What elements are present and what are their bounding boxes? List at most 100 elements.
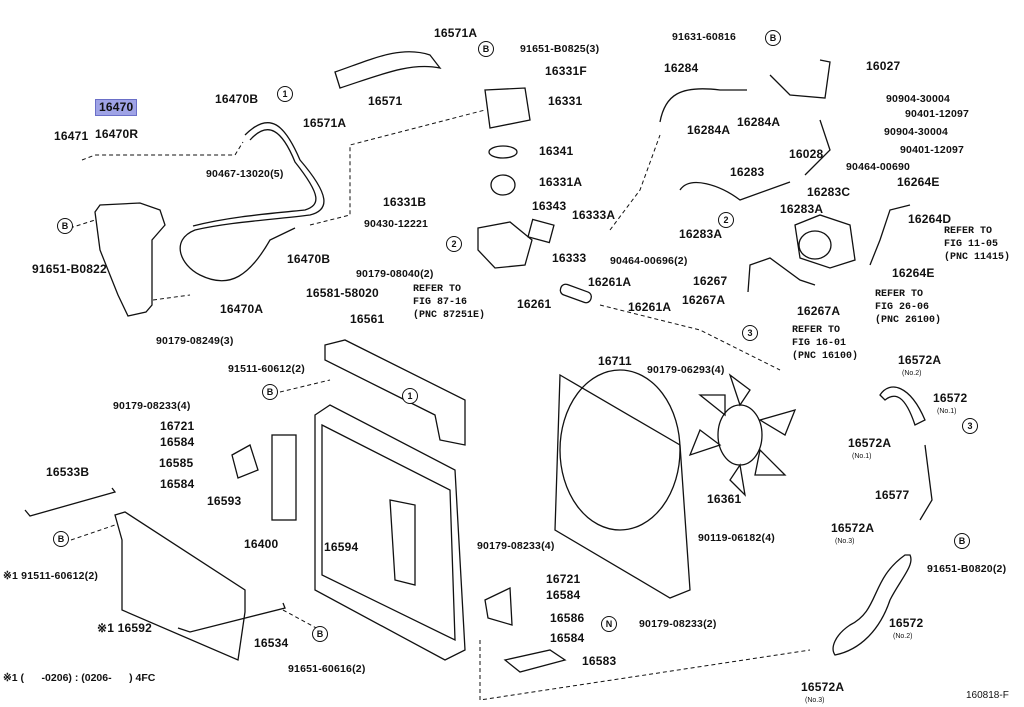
part-callout[interactable]: 16585: [159, 456, 194, 470]
part-callout[interactable]: 16571A: [434, 26, 478, 40]
part-callout[interactable]: 90179-08233(4): [113, 400, 191, 412]
part-callout[interactable]: 90119-06182(4): [698, 532, 775, 544]
part-callout[interactable]: 16593: [207, 494, 242, 508]
part-callout[interactable]: 16341: [539, 144, 574, 158]
part-callout[interactable]: 16572A: [898, 353, 942, 367]
part-callout[interactable]: 91631-60816: [672, 31, 737, 43]
part-callout-note: (No.1): [937, 408, 957, 415]
part-callout[interactable]: 16584: [160, 435, 195, 449]
part-callout[interactable]: 16572A: [801, 680, 845, 694]
part-callout[interactable]: 16577: [875, 488, 910, 502]
part-callout[interactable]: 16583: [582, 654, 617, 668]
part-callout[interactable]: 16400: [244, 537, 279, 551]
figure-reference[interactable]: FIG 11-05: [944, 239, 999, 250]
part-callout[interactable]: 16261A: [628, 300, 672, 314]
part-callout[interactable]: 16267A: [682, 293, 726, 307]
part-callout[interactable]: 90904-30004: [884, 126, 949, 138]
part-callout[interactable]: 16572: [889, 616, 924, 630]
part-callout[interactable]: 91651-B0825(3): [520, 43, 600, 55]
figure-reference[interactable]: FIG 26-06: [875, 302, 930, 313]
part-callout[interactable]: 16343: [532, 199, 567, 213]
part-callout[interactable]: 16333: [552, 251, 587, 265]
part-callout[interactable]: 91651-B0820(2): [927, 563, 1007, 575]
part-callout[interactable]: 90464-00690: [846, 161, 911, 173]
figure-reference[interactable]: FIG 87-16: [413, 297, 468, 308]
part-callout[interactable]: 16470B: [287, 252, 331, 266]
part-callout[interactable]: 16572A: [831, 521, 875, 535]
part-callout[interactable]: 16283A: [780, 202, 824, 216]
part-callout[interactable]: 16264E: [897, 175, 940, 189]
part-callout[interactable]: 90904-30004: [886, 93, 951, 105]
part-callout[interactable]: 90467-13020(5): [206, 168, 284, 180]
part-callout[interactable]: 90179-08233(4): [477, 540, 555, 552]
part-callout[interactable]: 16028: [789, 147, 824, 161]
part-callout[interactable]: 16361: [707, 492, 742, 506]
part-callout[interactable]: 16581-58020: [306, 286, 379, 300]
part-callout[interactable]: 16721: [160, 419, 195, 433]
part-callout[interactable]: 16331A: [539, 175, 583, 189]
part-callout[interactable]: 90430-12221: [364, 218, 429, 230]
part-callout[interactable]: 16711: [598, 354, 632, 368]
pipe-16267: [747, 257, 816, 293]
pipe-16577: [919, 444, 933, 521]
part-callout[interactable]: 90179-06293(4): [647, 364, 725, 376]
part-callout[interactable]: 16027: [866, 59, 901, 73]
part-callout[interactable]: 16470A: [220, 302, 264, 316]
hose-16261: [559, 283, 592, 304]
part-callout[interactable]: 16584: [550, 631, 585, 645]
part-callout[interactable]: 16584: [160, 477, 195, 491]
part-callout[interactable]: 16331B: [383, 195, 427, 209]
part-callout[interactable]: 90401-12097: [905, 108, 970, 120]
part-callout[interactable]: 16284A: [687, 123, 731, 137]
part-callout[interactable]: 16284A: [737, 115, 781, 129]
part-callout[interactable]: 16571A: [303, 116, 347, 130]
part-callout[interactable]: 16267A: [797, 304, 841, 318]
part-callout[interactable]: 16586: [550, 611, 585, 625]
hose-16572-no2: [832, 554, 912, 656]
part-callout[interactable]: 91511-60612(2): [228, 363, 305, 375]
figure-reference: (PNC 87251E): [413, 310, 486, 321]
figure-reference[interactable]: FIG 16-01: [792, 338, 847, 349]
part-callout[interactable]: 16721: [546, 572, 581, 586]
part-callout[interactable]: 16264E: [892, 266, 935, 280]
part-callout[interactable]: 16572: [933, 391, 968, 405]
part-callout[interactable]: 16470R: [95, 127, 139, 141]
part-callout[interactable]: ※1 91511-60612(2): [3, 570, 99, 582]
part-callout[interactable]: 16470B: [215, 92, 259, 106]
gasket: [488, 145, 518, 159]
part-callout[interactable]: 16283: [730, 165, 765, 179]
part-callout[interactable]: 90401-12097: [900, 144, 965, 156]
part-callout[interactable]: 16470: [95, 99, 138, 116]
reference-marker-1: 1: [402, 388, 418, 404]
part-callout[interactable]: 16534: [254, 636, 289, 650]
part-callout[interactable]: 91651-60616(2): [288, 663, 366, 675]
part-callout[interactable]: 16561: [350, 312, 385, 326]
part-callout[interactable]: 16331F: [545, 64, 587, 78]
reference-marker-1: 1: [277, 86, 293, 102]
part-callout[interactable]: 16283C: [807, 185, 851, 199]
part-callout[interactable]: 16594: [324, 540, 359, 554]
part-callout[interactable]: 16584: [546, 588, 581, 602]
part-callout[interactable]: 90179-08249(3): [156, 335, 234, 347]
part-callout[interactable]: 16533B: [46, 465, 90, 479]
part-callout[interactable]: 16471: [54, 129, 89, 143]
part-callout[interactable]: 16331: [548, 94, 583, 108]
part-callout[interactable]: 16284: [664, 61, 699, 75]
part-callout-note: (No.1): [852, 453, 872, 460]
part-callout[interactable]: 16283A: [679, 227, 723, 241]
part-callout[interactable]: 16333A: [572, 208, 616, 222]
part-callout[interactable]: 90464-00696(2): [610, 255, 688, 267]
part-callout[interactable]: 91651-B0822: [32, 262, 107, 276]
part-callout[interactable]: 16261: [517, 297, 552, 311]
part-callout[interactable]: 16261A: [588, 275, 632, 289]
thermostat: [490, 174, 516, 196]
part-callout[interactable]: 16571: [368, 94, 403, 108]
part-callout[interactable]: 90179-08040(2): [356, 268, 434, 280]
part-callout[interactable]: ※1 16592: [97, 621, 153, 635]
part-callout[interactable]: 16267: [693, 274, 728, 288]
part-callout[interactable]: 90179-08233(2): [639, 618, 717, 630]
part-callout[interactable]: 16264D: [908, 212, 952, 226]
bracket-16585: [231, 444, 259, 479]
part-callout-note: (No.2): [893, 633, 913, 640]
part-callout[interactable]: 16572A: [848, 436, 892, 450]
